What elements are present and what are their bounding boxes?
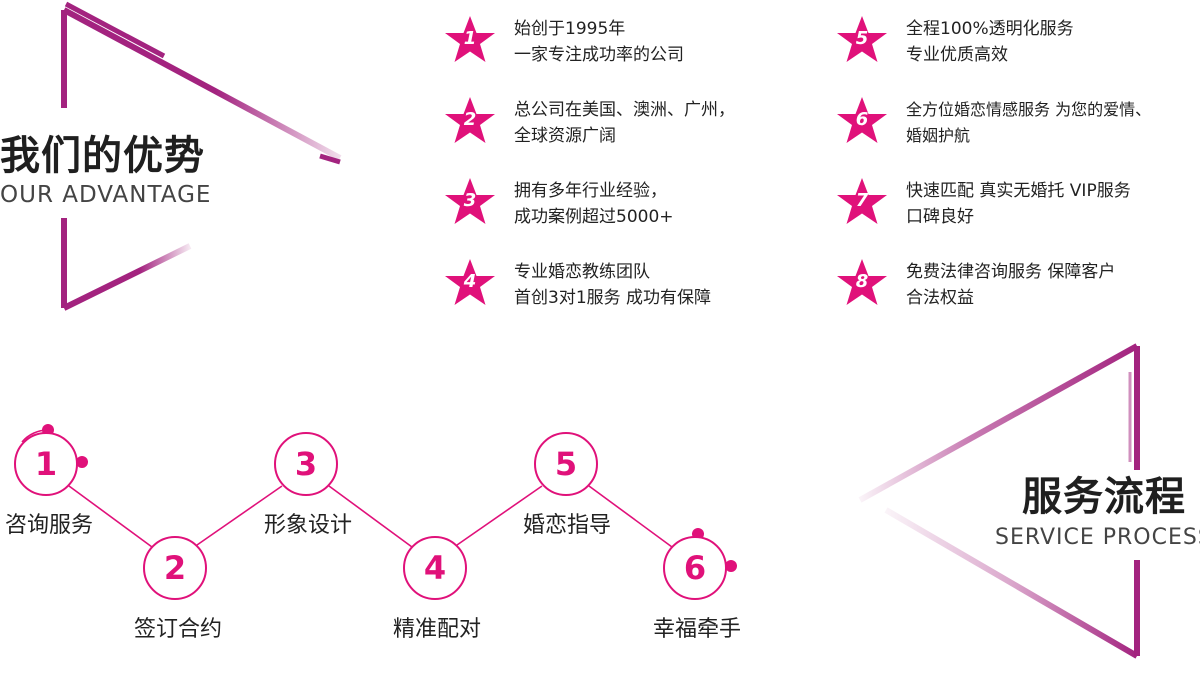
advantage-line: 口碑良好 (906, 207, 974, 227)
advantage-number: 2 (463, 109, 477, 130)
process-title: 服务流程 (1022, 474, 1186, 520)
advantage-line: 婚姻护航 (906, 126, 971, 145)
step-label-6: 幸福牵手 (652, 617, 741, 642)
advantage-line: 成功案例超过5000+ (514, 207, 674, 227)
advantage-item-6: 6 全方位婚恋情感服务 为您的爱情、 婚姻护航 (834, 95, 1194, 155)
advantage-item-1: 1 始创于1995年 一家专注成功率的公司 (442, 14, 802, 74)
advantage-line: 专业婚恋教练团队 (514, 262, 650, 282)
star-icon: 3 (442, 176, 498, 232)
process-dots (42, 424, 737, 572)
advantage-line: 专业优质高效 (906, 45, 1008, 65)
advantage-line: 首创3对1服务 成功有保障 (514, 288, 712, 308)
advantage-line: 全方位婚恋情感服务 为您的爱情、 (906, 100, 1152, 119)
step-label-5: 婚恋指导 (522, 513, 611, 538)
step-label-2: 签订合约 (133, 617, 222, 642)
step-label-1: 咨询服务 (4, 513, 93, 538)
advantage-subtitle: OUR ADVANTAGE (0, 182, 212, 208)
advantage-line: 免费法律咨询服务 保障客户 (906, 262, 1116, 282)
advantage-number: 5 (855, 28, 869, 49)
star-icon: 5 (834, 14, 890, 70)
step-circle-1: 1 (14, 432, 78, 496)
advantage-number: 7 (855, 190, 869, 211)
advantage-line: 快速匹配 真实无婚托 VIP服务 (906, 181, 1131, 201)
star-icon: 6 (834, 95, 890, 151)
step-circle-6: 6 (663, 536, 727, 600)
advantage-item-2: 2 总公司在美国、澳洲、广州， 全球资源广阔 (442, 95, 802, 155)
advantage-number: 6 (855, 109, 869, 130)
star-icon: 1 (442, 14, 498, 70)
advantage-line: 合法权益 (906, 288, 974, 308)
star-icon: 2 (442, 95, 498, 151)
advantage-title: 我们的优势 (0, 133, 205, 179)
advantage-item-8: 8 免费法律咨询服务 保障客户 合法权益 (834, 257, 1194, 317)
advantage-line: 一家专注成功率的公司 (514, 45, 684, 65)
step-label-4: 精准配对 (392, 617, 481, 642)
advantage-item-3: 3 拥有多年行业经验， 成功案例超过5000+ (442, 176, 802, 236)
advantage-line: 拥有多年行业经验， (514, 181, 667, 201)
advantage-line: 始创于1995年 (514, 19, 626, 39)
star-icon: 4 (442, 257, 498, 313)
advantage-item-7: 7 快速匹配 真实无婚托 VIP服务 口碑良好 (834, 176, 1194, 236)
step-circle-4: 4 (403, 536, 467, 600)
advantage-item-4: 4 专业婚恋教练团队 首创3对1服务 成功有保障 (442, 257, 802, 317)
advantage-number: 3 (463, 190, 477, 211)
star-icon: 8 (834, 257, 890, 313)
process-subtitle: SERVICE PROCESS (995, 525, 1200, 550)
step-label-3: 形象设计 (263, 513, 352, 538)
advantage-number: 8 (855, 271, 869, 292)
step-circle-3: 3 (274, 432, 338, 496)
advantage-number: 4 (463, 271, 477, 292)
step-circle-2: 2 (143, 536, 207, 600)
advantage-line: 全程100%透明化服务 (906, 19, 1074, 39)
step-circle-5: 5 (534, 432, 598, 496)
advantage-item-5: 5 全程100%透明化服务 专业优质高效 (834, 14, 1194, 74)
advantage-number: 1 (463, 28, 477, 49)
star-icon: 7 (834, 176, 890, 232)
advantage-line: 总公司在美国、澳洲、广州， (514, 100, 735, 120)
advantage-line: 全球资源广阔 (514, 126, 616, 146)
